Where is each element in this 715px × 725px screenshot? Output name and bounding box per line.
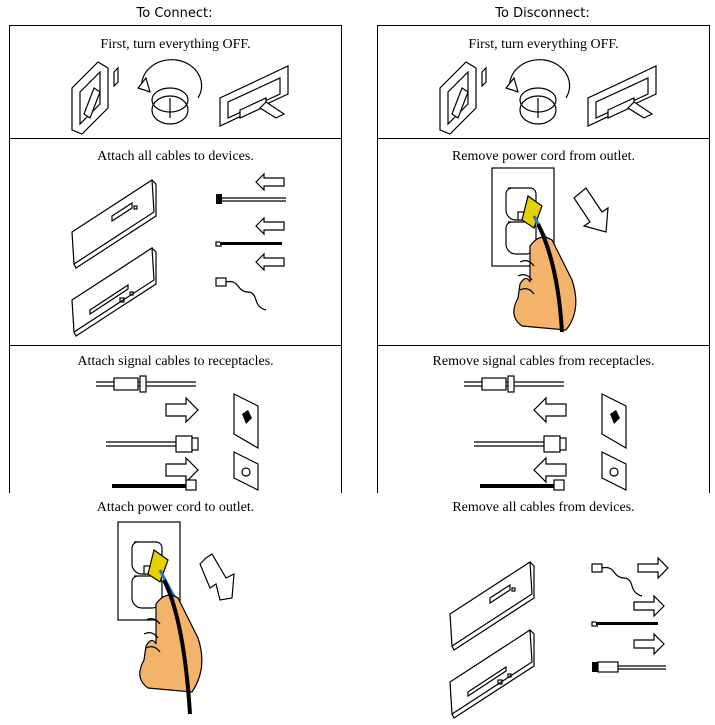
flat-cable-icon: [480, 479, 565, 491]
arrow-up-right-icon: [199, 553, 235, 601]
power-cord-icon: [215, 277, 267, 311]
divider: [377, 345, 710, 346]
flat-cable-icon: [215, 241, 282, 247]
power-off-switches-illustration: [439, 59, 657, 135]
arrow-right-icon: [165, 396, 199, 424]
flat-cable-icon: [112, 479, 197, 491]
unplug-power-cord-illustration: [491, 167, 609, 333]
disconnect-step-2-caption: Remove power cord from outlet.: [451, 149, 636, 164]
signal-cable-icon: [106, 435, 199, 453]
receptacle-icon: [233, 451, 259, 491]
rocker-switch-icon: [439, 61, 487, 135]
receptacle-icon: [233, 393, 259, 450]
disconnect-column-title: To Disconnect:: [495, 6, 590, 21]
plug-in-power-cord-illustration: [117, 521, 235, 715]
connect-column-title: To Connect:: [136, 6, 213, 21]
signal-cable-icon: [216, 194, 286, 204]
arrow-right-icon: [637, 556, 669, 580]
flat-cable-icon: [591, 621, 658, 627]
device-icon: [449, 560, 535, 651]
receptacle-icon: [601, 393, 627, 450]
connect-step-1-caption: First, turn everything OFF.: [100, 37, 251, 52]
device-icon: [71, 178, 157, 269]
disconnect-steps-frame: [377, 25, 710, 493]
signal-cable-icon: [474, 435, 567, 453]
signal-cables-to-receptacles-illustration: [96, 375, 259, 491]
disconnect-step-1-caption: First, turn everything OFF.: [468, 37, 619, 52]
divider: [9, 138, 342, 139]
disconnect-step-3-caption: Remove signal cables from receptacles.: [432, 354, 655, 369]
device-icon: [449, 628, 535, 719]
power-off-switches-illustration: [71, 59, 289, 135]
signal-cable-icon: [96, 375, 196, 393]
hand-icon: [139, 579, 203, 715]
arrow-left-icon: [255, 172, 285, 192]
arrow-left-icon: [255, 252, 285, 272]
signal-cable-icon: [592, 661, 666, 673]
connect-steps-frame: [9, 25, 342, 493]
disconnect-step-4-caption: Remove all cables from devices.: [452, 500, 635, 515]
arrow-right-icon: [165, 456, 199, 484]
arrow-left-icon: [255, 216, 285, 236]
divider: [377, 138, 710, 139]
signal-cables-from-receptacles-illustration: [464, 375, 627, 491]
arrow-right-icon: [633, 594, 665, 618]
connect-step-3-caption: Attach signal cables to receptacles.: [77, 354, 274, 369]
arrow-right-icon: [633, 632, 665, 656]
divider: [9, 345, 342, 346]
arrow-down-right-icon: [573, 187, 609, 233]
device-icon: [71, 246, 157, 337]
receptacle-icon: [601, 451, 627, 491]
arrow-left-icon: [533, 456, 567, 484]
power-cord-icon: [591, 563, 643, 597]
arrow-left-icon: [533, 396, 567, 424]
devices-and-cables-illustration: [71, 172, 286, 337]
rotary-knob-icon: [504, 59, 571, 125]
rotary-knob-icon: [136, 59, 203, 125]
hand-icon: [513, 223, 577, 333]
slide-switch-icon: [219, 65, 289, 127]
slide-switch-icon: [587, 65, 657, 127]
signal-cable-icon: [464, 375, 564, 393]
rocker-switch-icon: [71, 61, 119, 135]
connect-step-2-caption: Attach all cables to devices.: [97, 149, 254, 164]
remove-cables-from-devices-illustration: [449, 556, 669, 719]
divider: [377, 25, 710, 26]
connect-step-4-caption: Attach power cord to outlet.: [96, 500, 255, 515]
divider: [9, 25, 342, 26]
